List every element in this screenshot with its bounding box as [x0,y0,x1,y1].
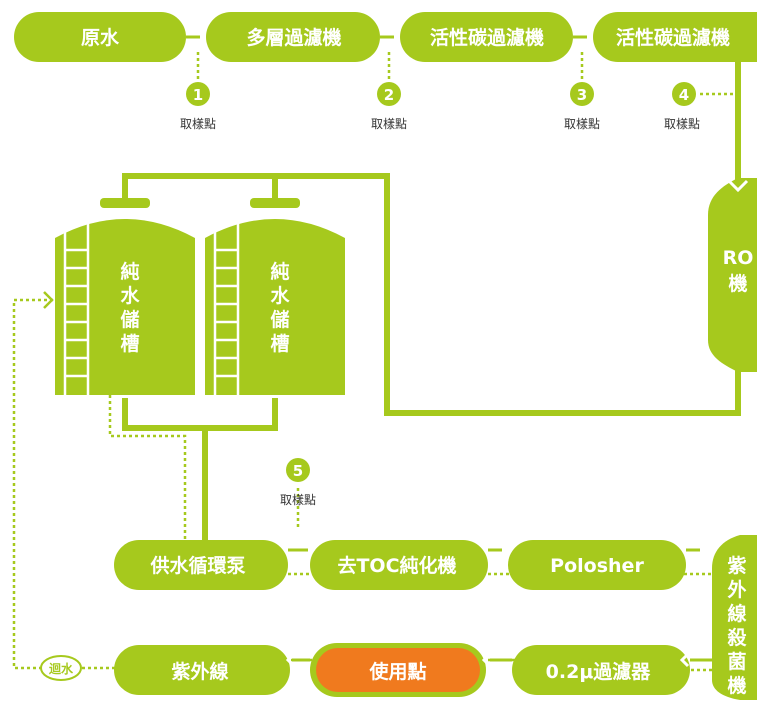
carbon-filter-2-node: 活性碳過濾機 [593,12,757,62]
uv-sterilizer-char: 紫 [727,555,746,577]
uv-node: 紫外線 [114,645,290,695]
bottom-row: 0.2μ過濾器 使用點 紫外線 迴水 [40,643,712,697]
top-row: 原水 多層過濾機 活性碳過濾機 活性碳過濾機 [14,12,757,62]
tank-char: 儲 [120,308,139,331]
ro-line-2: 機 [728,272,747,295]
chevron-left-icon [679,652,690,668]
uv-sterilizer-char: 外 [727,578,746,601]
multimedia-filter-label: 多層過濾機 [246,26,341,49]
ro-line-1: RO [723,247,754,269]
sampling-label: 取樣點 [180,116,216,131]
middle-row: 供水循環泵 去TOC純化機 Polosher [114,540,708,590]
multimedia-filter-node: 多層過濾機 [206,12,380,62]
tank-ladder [63,222,90,395]
sampling-number: 2 [384,86,394,104]
chevron-right-icon [388,29,399,45]
storage-tank-2: 純 水 儲 槽 [205,198,345,395]
chevron-down-icon [727,179,749,193]
use-point-label: 使用點 [368,660,426,683]
ro-to-tanks-pipe [122,173,741,416]
filter-02-node: 0.2μ過濾器 [512,645,690,695]
sampling-point-3: 3 取樣點 [564,82,600,131]
tank-char: 純 [120,260,139,283]
sampling-number: 5 [293,462,303,480]
tank-char: 純 [270,260,289,283]
filter-02-label: 0.2μ過濾器 [546,660,652,683]
sampling-point-4: 4 取樣點 [664,82,700,131]
carbon-filter-2-label: 活性碳過濾機 [616,26,730,49]
raw-water-node: 原水 [14,12,186,62]
bottom-flow-arrows [285,652,690,668]
chevron-right-icon [697,542,708,558]
sampling-point-1: 1 取樣點 [180,82,216,131]
polisher-label: Polosher [550,555,644,577]
carbon-filter-1-node: 活性碳過濾機 [400,12,573,62]
ro-machine: RO 機 [708,178,757,372]
uv-sterilizer-char: 線 [727,602,746,625]
uv-sterilizer-char: 殺 [726,626,747,649]
tank-char: 儲 [270,308,289,331]
toc-unit-label: 去TOC純化機 [337,554,456,577]
chevron-right-icon [305,542,316,558]
sampling-label: 取樣點 [664,116,700,131]
chevron-right-icon [195,29,206,45]
chevron-right-icon [43,291,54,309]
sampling-point-2: 2 取樣點 [371,82,407,131]
sampling-label: 取樣點 [564,116,600,131]
carbon-filter-1-label: 活性碳過濾機 [430,26,544,49]
tank-char: 水 [270,285,290,307]
sampling-label: 取樣點 [371,116,407,131]
toc-unit-node: 去TOC純化機 [310,540,488,590]
sampling-point-5: 5 取樣點 [280,458,316,507]
sampling-number: 1 [193,86,203,104]
supply-pump-node: 供水循環泵 [114,540,288,590]
tank-char: 槽 [270,332,289,355]
raw-water-label: 原水 [81,27,120,49]
polisher-node: Polosher [508,540,686,590]
tank-char: 水 [120,285,140,307]
uv-sterilizer: 紫 外 線 殺 菌 機 [712,535,757,700]
pipe-lines [122,52,741,545]
use-point-node: 使用點 [310,643,486,697]
chevron-right-icon [499,542,510,558]
return-water-label: 迴水 [48,661,74,676]
middle-flow-arrows [305,542,708,558]
uv-label: 紫外線 [171,660,228,683]
sampling-label: 取樣點 [280,492,316,507]
chevron-left-icon [285,652,296,668]
dotted-lines [12,52,738,672]
return-water-badge: 迴水 [40,655,82,681]
tank-char: 槽 [120,332,139,355]
supply-pump-label: 供水循環泵 [149,554,245,577]
tank-ladder [213,222,240,395]
chevron-right-icon [581,29,592,45]
chevron-left-icon [481,652,492,668]
uv-sterilizer-char: 菌 [727,650,746,673]
uv-sterilizer-char: 機 [727,674,746,697]
sampling-number: 3 [577,86,587,104]
storage-tank-1: 純 水 儲 槽 [55,198,195,395]
top-flow-arrows [195,29,592,45]
tanks-bottom-pipe [122,398,278,431]
sampling-number: 4 [679,86,689,104]
